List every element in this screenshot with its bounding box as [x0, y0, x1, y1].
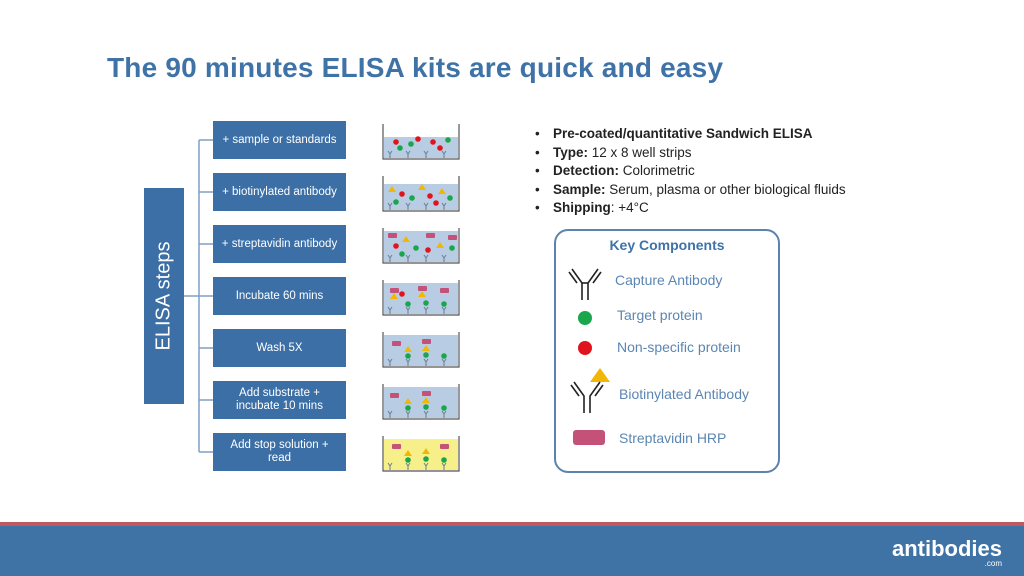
step-label: Incubate 60 mins	[235, 289, 324, 302]
spec-label: Detection:	[553, 163, 620, 178]
spec-label: Sample:	[553, 181, 606, 197]
well-illustration-read	[382, 436, 460, 472]
step-box: Add substrate + incubate 10 mins	[213, 381, 346, 419]
step-box: Incubate 60 mins	[213, 277, 346, 315]
well-illustration-sample	[382, 124, 460, 160]
spec-value: Serum, plasma or other biological fluids	[605, 181, 846, 197]
footer-accent-line	[0, 522, 1024, 526]
key-components-box: Key Components Capture Antibody Target p…	[554, 229, 780, 473]
spec-value: Colorimetric	[619, 163, 695, 178]
antibodies-logo-suffix: .com	[984, 559, 1002, 568]
step-label: + biotinylated antibody	[222, 185, 337, 198]
spec-label: Pre-coated/quantitative Sandwich ELISA	[553, 126, 813, 141]
well-illustration-substrate	[382, 384, 460, 420]
key-label-capture-antibody: Capture Antibody	[615, 272, 723, 288]
green-dot-icon	[578, 311, 592, 325]
spec-label: Shipping	[553, 200, 611, 215]
capture-antibody-icon	[568, 268, 602, 300]
step-label: Add substrate + incubate 10 mins	[236, 387, 323, 412]
step-box: + streptavidin antibody	[213, 225, 346, 263]
list-item: Type: 12 x 8 well strips	[535, 144, 846, 163]
well-illustration-wash	[382, 332, 460, 368]
step-box: Wash 5X	[213, 329, 346, 367]
page-title: The 90 minutes ELISA kits are quick and …	[107, 52, 724, 83]
key-label-biotinylated-antibody: Biotinylated Antibody	[619, 386, 749, 402]
well-illustration-biotin	[382, 176, 460, 212]
step-box: + sample or standards	[213, 121, 346, 159]
key-label-non-specific-protein: Non-specific protein	[617, 339, 741, 355]
red-dot-icon	[578, 341, 592, 355]
step-label: + streptavidin antibody	[221, 237, 338, 250]
well-illustration-incubate	[382, 280, 460, 316]
key-label-streptavidin-hrp: Streptavidin HRP	[619, 430, 727, 446]
kit-specs-list: Pre-coated/quantitative Sandwich ELISA T…	[535, 125, 846, 218]
list-item: Detection: Colorimetric	[535, 162, 846, 181]
footer-bar: antibodies .com	[0, 526, 1024, 576]
antibodies-logo[interactable]: antibodies	[891, 536, 1002, 561]
step-label: + sample or standards	[222, 133, 337, 146]
elisa-steps-label: ELISA steps	[152, 241, 175, 351]
spec-value: 12 x 8 well strips	[588, 144, 692, 160]
step-label: Add stop solution + read	[230, 439, 329, 464]
key-components-title: Key Components	[609, 237, 725, 253]
list-item: Pre-coated/quantitative Sandwich ELISA	[535, 125, 846, 144]
step-label: Wash 5X	[256, 341, 303, 354]
key-label-target-protein: Target protein	[617, 307, 703, 323]
biotinylated-antibody-icon	[570, 368, 610, 413]
list-item: Sample: Serum, plasma or other biologica…	[535, 181, 846, 200]
step-box: + biotinylated antibody	[213, 173, 346, 211]
spec-value: : +4°C	[610, 200, 649, 215]
step-box: Add stop solution + read	[213, 433, 346, 471]
spec-label: Type:	[553, 144, 589, 160]
streptavidin-hrp-icon	[573, 430, 605, 445]
elisa-steps-box: ELISA steps	[144, 188, 184, 404]
well-illustration-streptavidin	[382, 228, 460, 264]
list-item: Shipping: +4°C	[535, 199, 846, 218]
